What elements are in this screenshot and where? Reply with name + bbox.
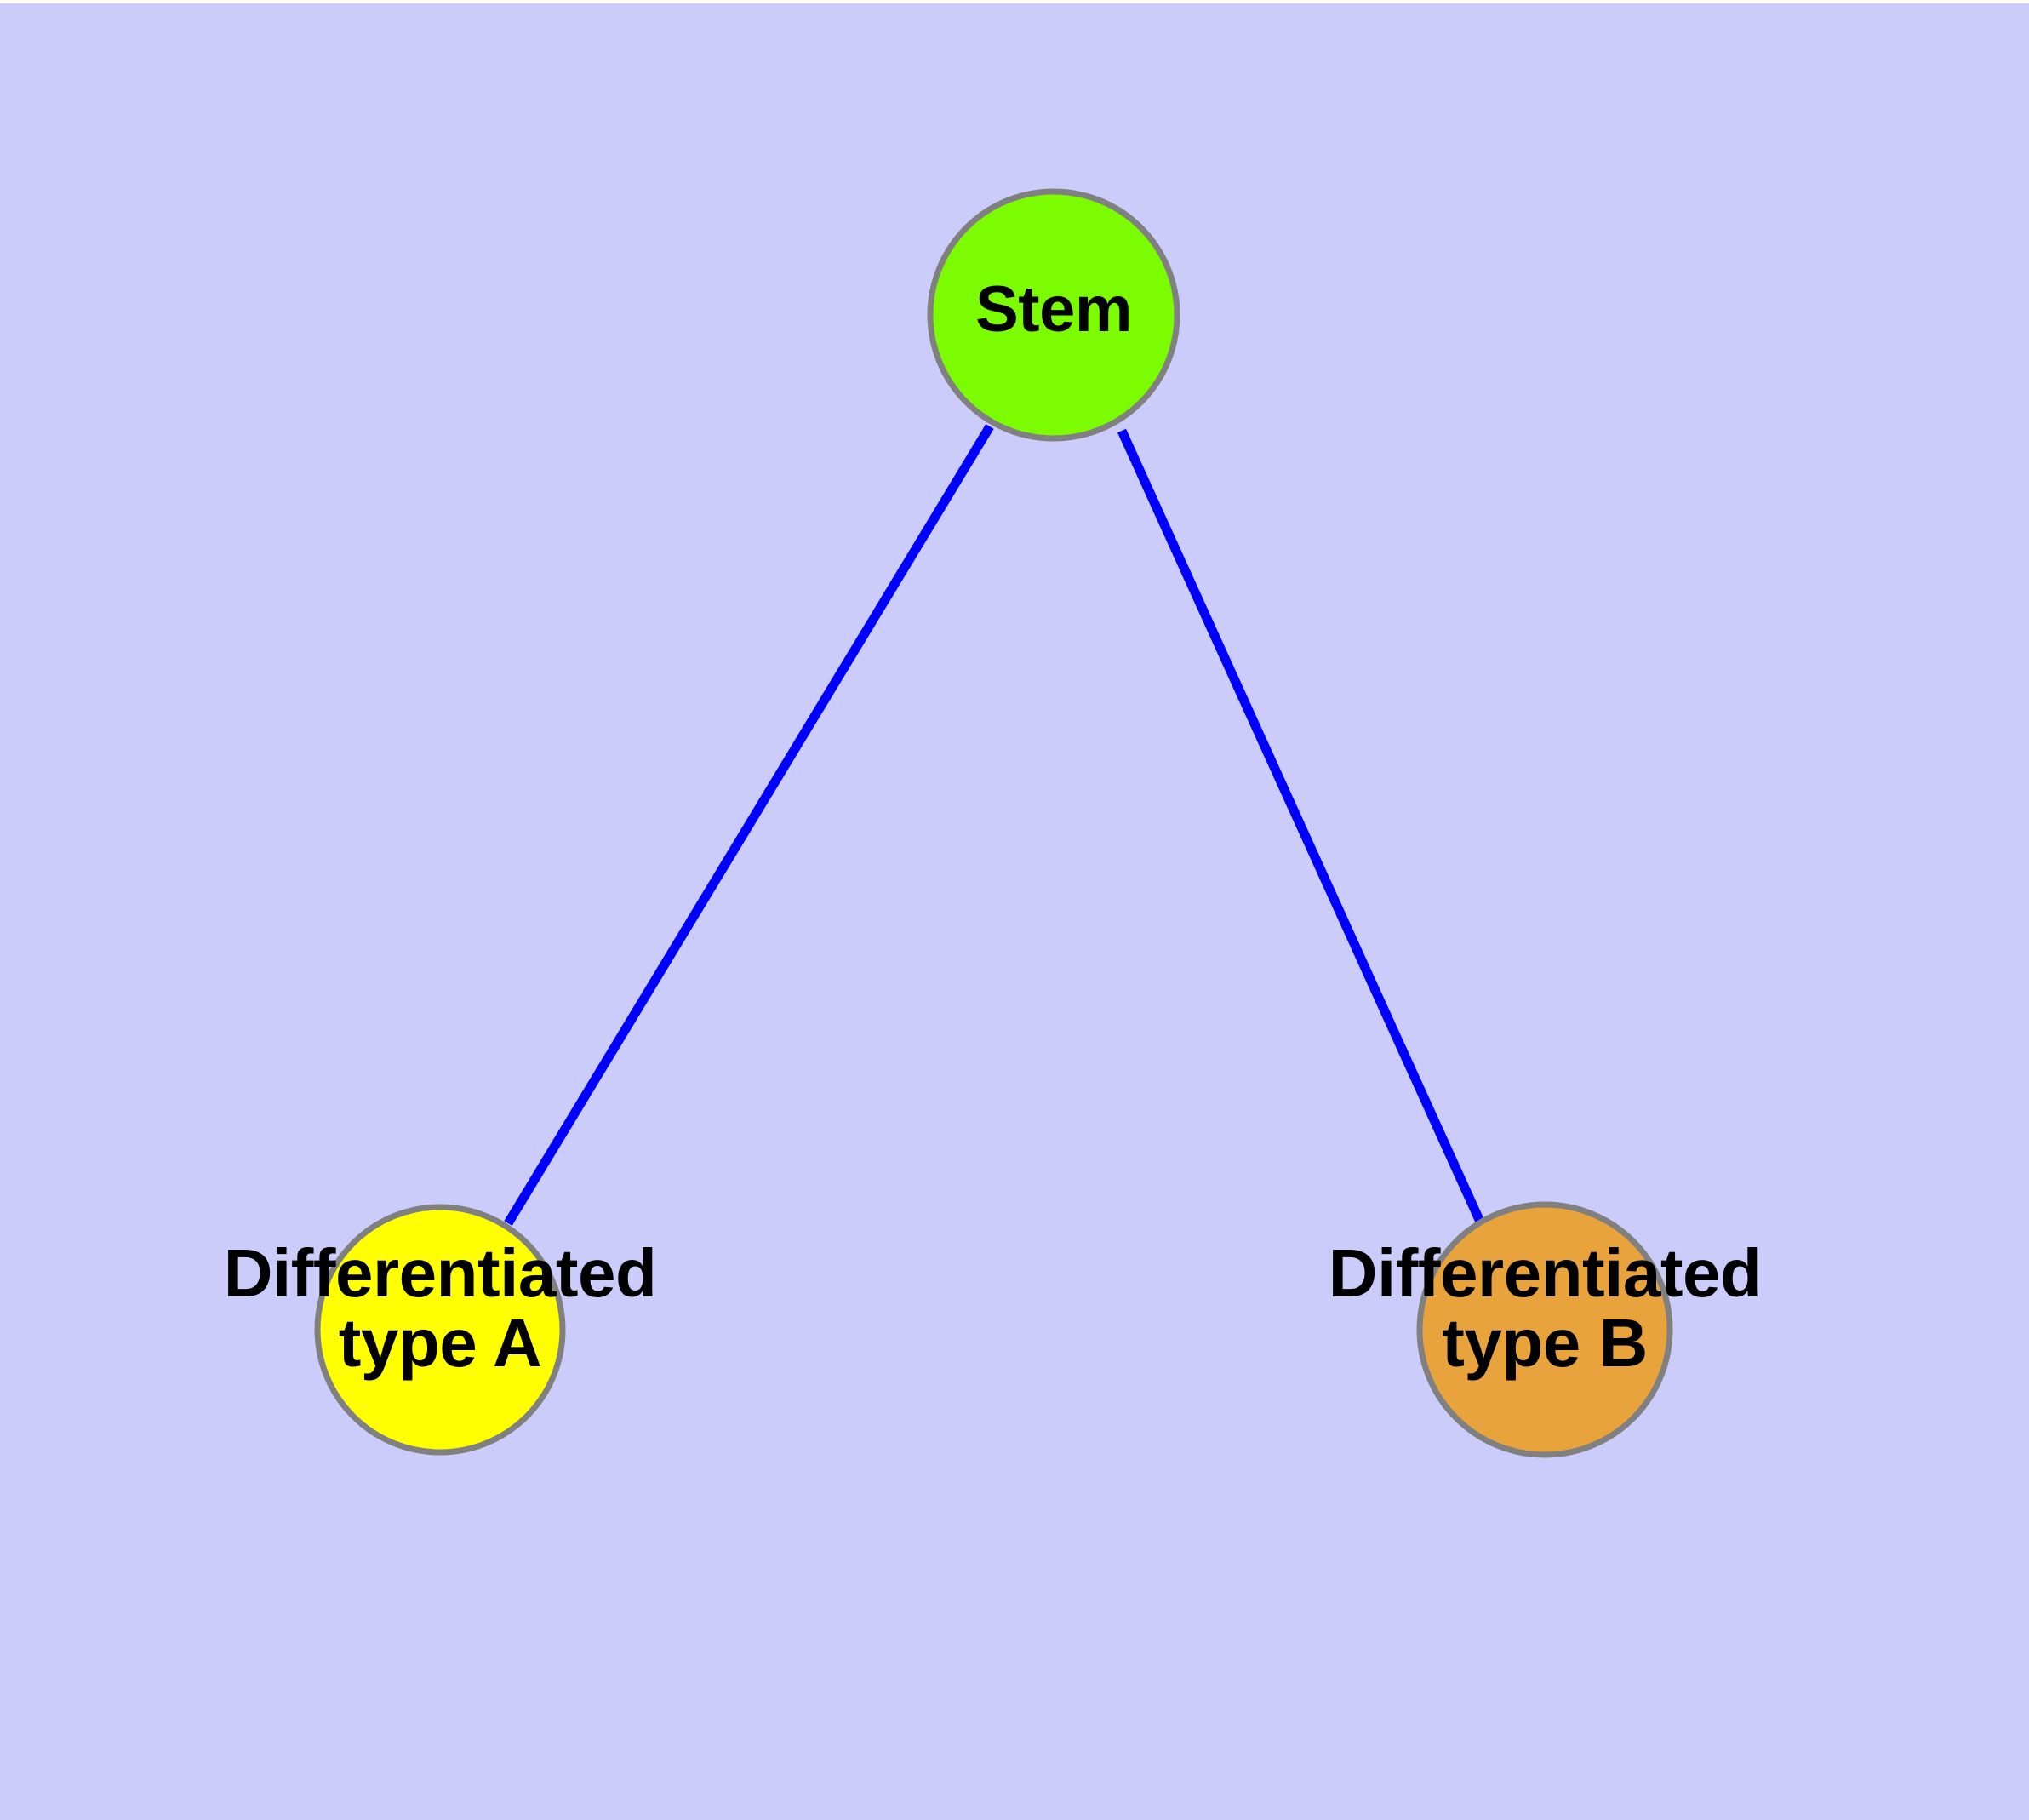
edge-stem-to-diff-a: [504, 424, 994, 1226]
node-diff-b-circle[interactable]: [1416, 1201, 1673, 1458]
edge-layer: [504, 424, 1485, 1226]
node-stem-circle[interactable]: [927, 188, 1180, 442]
edge-stem-to-diff-b: [1117, 428, 1485, 1224]
node-diff-a-circle[interactable]: [314, 1204, 566, 1456]
node-layer: [314, 188, 1673, 1458]
